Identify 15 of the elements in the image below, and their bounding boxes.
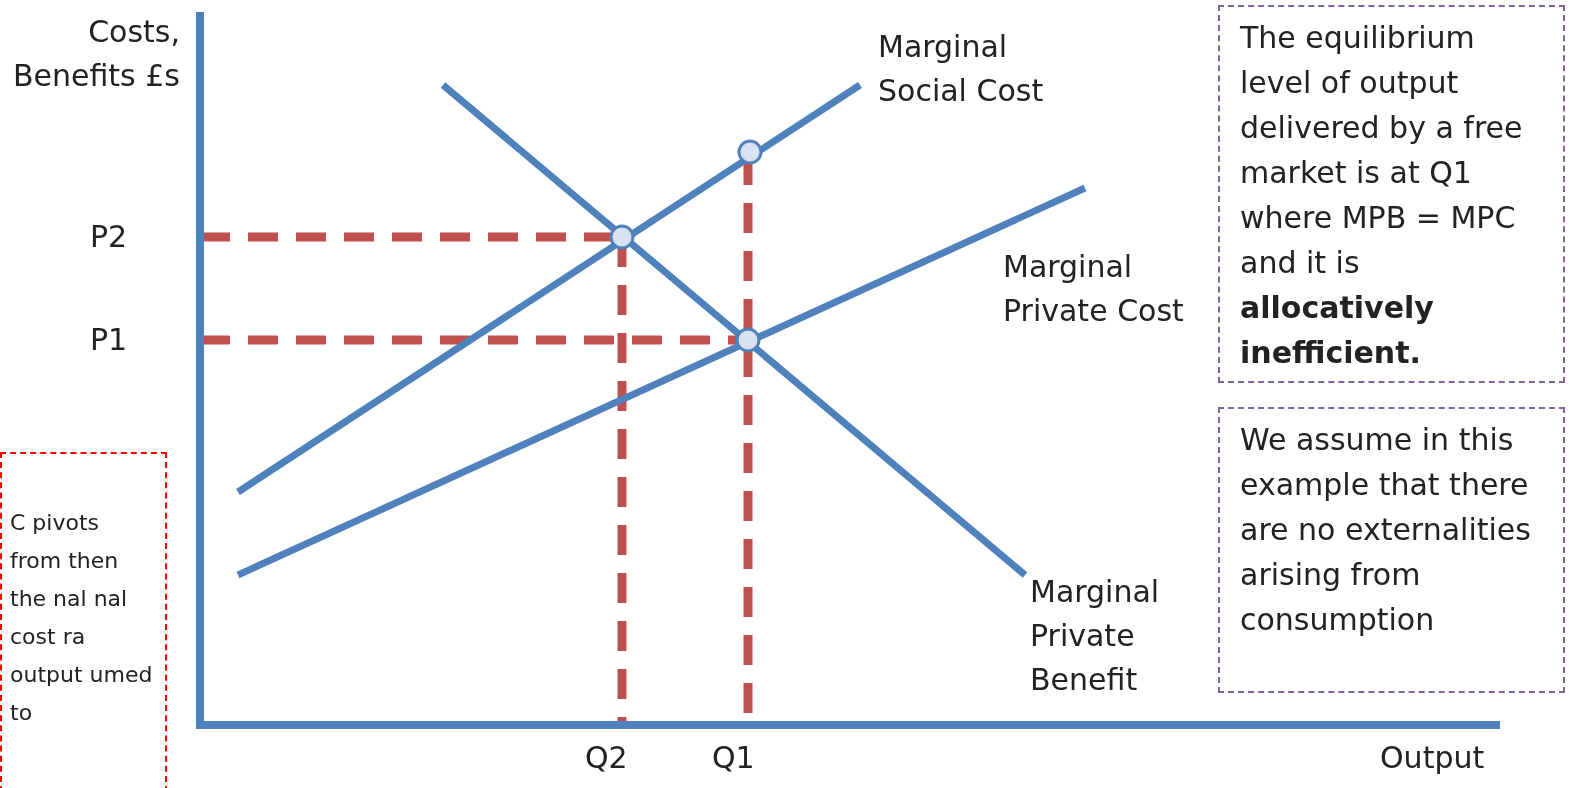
note-text: The equilibrium level of output delivered by a free market is at Q1 where MPB = MPC and it is allocatively inefficient. (1240, 19, 1524, 372)
tick-label: P2 (90, 218, 129, 256)
curve-label: Marginal Private Cost (1003, 248, 1185, 330)
tick-label: Q2 (585, 739, 629, 777)
note-text: We assume in this example that there are no externalities arising from consumption (1240, 421, 1532, 639)
note-box (1218, 5, 1565, 383)
axis-label: Costs, Benefits £s (11, 13, 180, 95)
note-box (0, 452, 167, 788)
curve-label: Marginal Social Cost (878, 28, 1045, 110)
tick-label: Q1 (712, 739, 756, 777)
note-box (1218, 407, 1565, 693)
axis-label: Output (1380, 739, 1486, 777)
note-text: C pivots from then the nal nal cost ra output umed to (10, 509, 154, 727)
tick-label: P1 (90, 321, 129, 359)
curve-label: Marginal Private Benefit (1030, 573, 1161, 699)
